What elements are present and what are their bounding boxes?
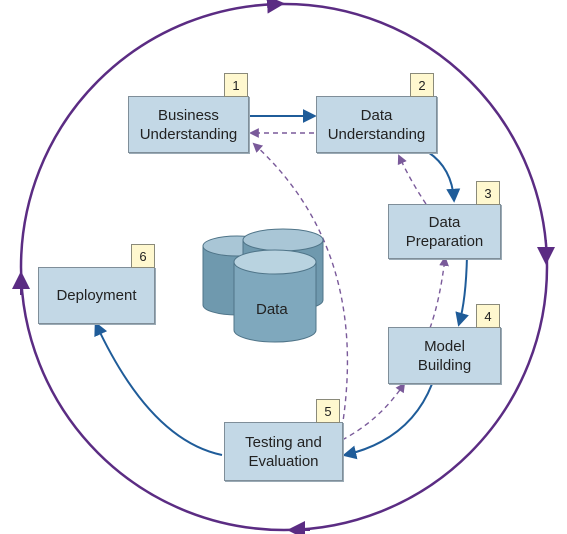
step-testing-evaluation: Testing and Evaluation bbox=[224, 422, 343, 481]
step-label: Deployment bbox=[56, 287, 137, 304]
dashed-arrow-4-to-3 bbox=[429, 256, 449, 329]
arrow-5-to-6 bbox=[94, 321, 223, 456]
arrow-3-to-4 bbox=[455, 255, 469, 327]
step-number-badge: 1 bbox=[224, 73, 248, 97]
step-label: Data Understanding bbox=[327, 106, 426, 143]
step-label: Data Preparation bbox=[405, 213, 484, 250]
cycle-arrow-top bbox=[261, 0, 285, 14]
data-cylinders-icon bbox=[202, 228, 324, 343]
step-label: Testing and Evaluation bbox=[245, 433, 322, 470]
step-data-understanding: Data Understanding bbox=[316, 96, 437, 153]
step-label: Model Building bbox=[417, 337, 472, 374]
step-data-preparation: Data Preparation bbox=[388, 204, 501, 259]
step-number-badge: 5 bbox=[316, 399, 340, 423]
step-number-badge: 6 bbox=[131, 244, 155, 268]
data-label: Data bbox=[256, 301, 288, 318]
arrow-2-to-3 bbox=[427, 151, 461, 203]
step-number-badge: 3 bbox=[476, 181, 500, 205]
dashed-arrow-3-to-2 bbox=[397, 154, 427, 205]
dashed-arrow-5-to-1 bbox=[252, 142, 349, 429]
step-number-badge: 2 bbox=[410, 73, 434, 97]
step-label: Business Understanding bbox=[139, 106, 238, 143]
step-number-badge: 4 bbox=[476, 304, 500, 328]
step-deployment: Deployment bbox=[38, 267, 155, 324]
dashed-arrow-5-to-4 bbox=[341, 382, 406, 441]
step-model-building: Model Building bbox=[388, 327, 501, 384]
arrow-4-to-5 bbox=[342, 383, 433, 460]
step-business-understanding: Business Understanding bbox=[128, 96, 249, 153]
